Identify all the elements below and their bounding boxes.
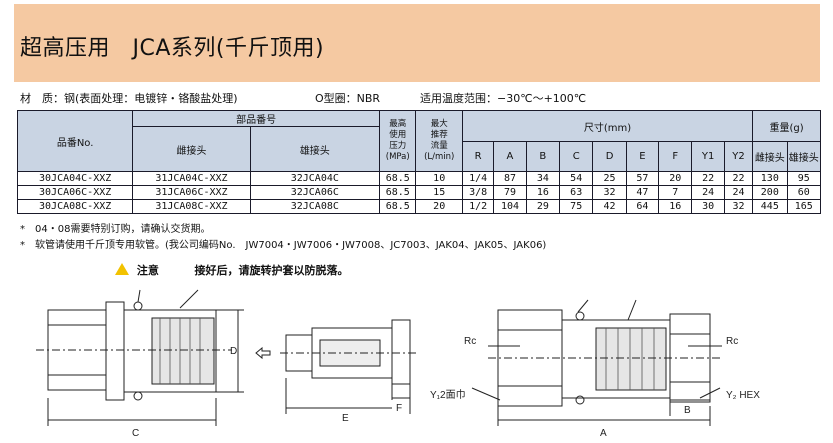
- table-cell: 25: [592, 171, 627, 186]
- table-cell: 30JCA04C-XXZ: [16, 171, 134, 186]
- table-cell: 32JCA08C: [249, 199, 381, 214]
- dim-label-f: F: [396, 403, 402, 414]
- table-cell: 34: [525, 171, 561, 186]
- warning-icon: [115, 263, 129, 275]
- col-part-no: 部品番号: [132, 110, 381, 127]
- table-cell: 1/2: [461, 199, 495, 214]
- col-dim-y1: Y1: [691, 141, 725, 172]
- table-cell: 32: [723, 199, 754, 214]
- assembly-drawing: [471, 299, 722, 426]
- table-cell: 165: [786, 199, 821, 214]
- table-cell: 16: [525, 185, 561, 200]
- col-dim-y2: Y2: [723, 141, 754, 172]
- col-weight-male: 雄接头: [786, 141, 821, 172]
- caution-line: 注意 接好后，请旋转护套以防脱落。: [115, 262, 349, 278]
- table-cell: 47: [625, 185, 660, 200]
- table-cell: 200: [752, 185, 788, 200]
- female-coupling-drawing: [36, 301, 244, 426]
- dim-label-e: E: [342, 413, 349, 424]
- table-cell: 20: [658, 171, 693, 186]
- label-rc-left: Rc: [464, 336, 476, 347]
- table-cell: 22: [723, 171, 754, 186]
- col-dim-r: R: [461, 141, 495, 172]
- col-dim-f: F: [658, 141, 693, 172]
- table-cell: 3/8: [461, 185, 495, 200]
- table-cell: 95: [786, 171, 821, 186]
- table-cell: 20: [415, 199, 463, 214]
- col-flow: 最大推荐 流量(L/min): [415, 110, 463, 172]
- table-cell: 31JCA06C-XXZ: [132, 185, 251, 200]
- dim-label-c: C: [132, 428, 139, 439]
- label-rc-right: Rc: [726, 336, 738, 347]
- table-cell: 30JCA06C-XXZ: [16, 185, 134, 200]
- table-cell: 57: [625, 171, 660, 186]
- table-cell: 24: [723, 185, 754, 200]
- note-hose: * 软管请使用千斤顶专用软管。(我公司编码No. JW7004・JW7006・J…: [20, 240, 547, 251]
- col-dim-c: C: [559, 141, 594, 172]
- table-cell: 68.5: [379, 171, 417, 186]
- spec-table: 品番No. 部品番号 最高使用 压力(MPa) 最大推荐 流量(L/min) 尺…: [16, 110, 821, 214]
- table-cell: 445: [752, 199, 788, 214]
- notes: * 04・08需要特别订购，请确认交货期。 * 软管请使用千斤顶专用软管。(我公…: [20, 222, 546, 254]
- male-coupling-drawing: [280, 319, 418, 414]
- table-cell: 79: [493, 185, 527, 200]
- table-cell: 24: [691, 185, 725, 200]
- col-dim-a: A: [493, 141, 527, 172]
- table-cell: 15: [415, 185, 463, 200]
- table-cell: 104: [493, 199, 527, 214]
- label-y2: Y₂ HEX: [726, 390, 760, 401]
- temperature-spec: 适用温度范围：−30℃～+100℃: [420, 92, 587, 105]
- material-spec: 材 质：钢(表面处理：电镀锌・铬酸盐处理): [20, 92, 238, 105]
- table-cell: 31JCA08C-XXZ: [132, 199, 251, 214]
- table-cell: 31JCA04C-XXZ: [132, 171, 251, 186]
- coupling-drawings: C D E F A B Rc Rc Y₁2面巾 Y₂ HEX: [36, 289, 760, 439]
- title-banner: 超高压用 JCA系列(千斤顶用): [14, 4, 820, 82]
- table-cell: 30: [691, 199, 725, 214]
- table-cell: 63: [559, 185, 594, 200]
- table-cell: 32JCA06C: [249, 185, 381, 200]
- col-dimensions: 尺寸(mm): [461, 110, 754, 142]
- table-cell: 64: [625, 199, 660, 214]
- label-y1: Y₁2面巾: [430, 388, 466, 401]
- table-cell: 68.5: [379, 199, 417, 214]
- table-cell: 130: [752, 171, 788, 186]
- col-pressure: 最高使用 压力(MPa): [379, 110, 417, 172]
- table-cell: 32JCA04C: [249, 171, 381, 186]
- table-cell: 75: [559, 199, 594, 214]
- table-cell: 30JCA08C-XXZ: [16, 199, 134, 214]
- table-cell: 60: [786, 185, 821, 200]
- dim-label-b: B: [684, 405, 691, 416]
- page-title: 超高压用 JCA系列(千斤顶用): [20, 36, 325, 61]
- table-cell: 32: [592, 185, 627, 200]
- col-dim-e: E: [625, 141, 660, 172]
- table-cell: 22: [691, 171, 725, 186]
- col-weight-female: 雌接头: [752, 141, 788, 172]
- table-cell: 7: [658, 185, 693, 200]
- col-dim-d: D: [592, 141, 627, 172]
- table-cell: 68.5: [379, 185, 417, 200]
- table-cell: 16: [658, 199, 693, 214]
- table-cell: 54: [559, 171, 594, 186]
- dim-label-a: A: [600, 428, 607, 439]
- table-cell: 87: [493, 171, 527, 186]
- table-cell: 29: [525, 199, 561, 214]
- col-model: 品番No.: [16, 110, 134, 172]
- col-weight: 重量(g): [752, 110, 821, 142]
- table-cell: 10: [415, 171, 463, 186]
- caution-text: 接好后，请旋转护套以防脱落。: [194, 264, 349, 277]
- caution-label: 注意: [136, 264, 159, 277]
- oring-spec: O型圈：NBR: [315, 92, 381, 105]
- table-cell: 1/4: [461, 171, 495, 186]
- col-female: 雌接头: [132, 126, 251, 172]
- note-order: * 04・08需要特别订购，请确认交货期。: [20, 224, 211, 235]
- col-dim-b: B: [525, 141, 561, 172]
- table-cell: 42: [592, 199, 627, 214]
- col-male: 雄接头: [249, 126, 381, 172]
- dim-label-d: D: [230, 346, 237, 357]
